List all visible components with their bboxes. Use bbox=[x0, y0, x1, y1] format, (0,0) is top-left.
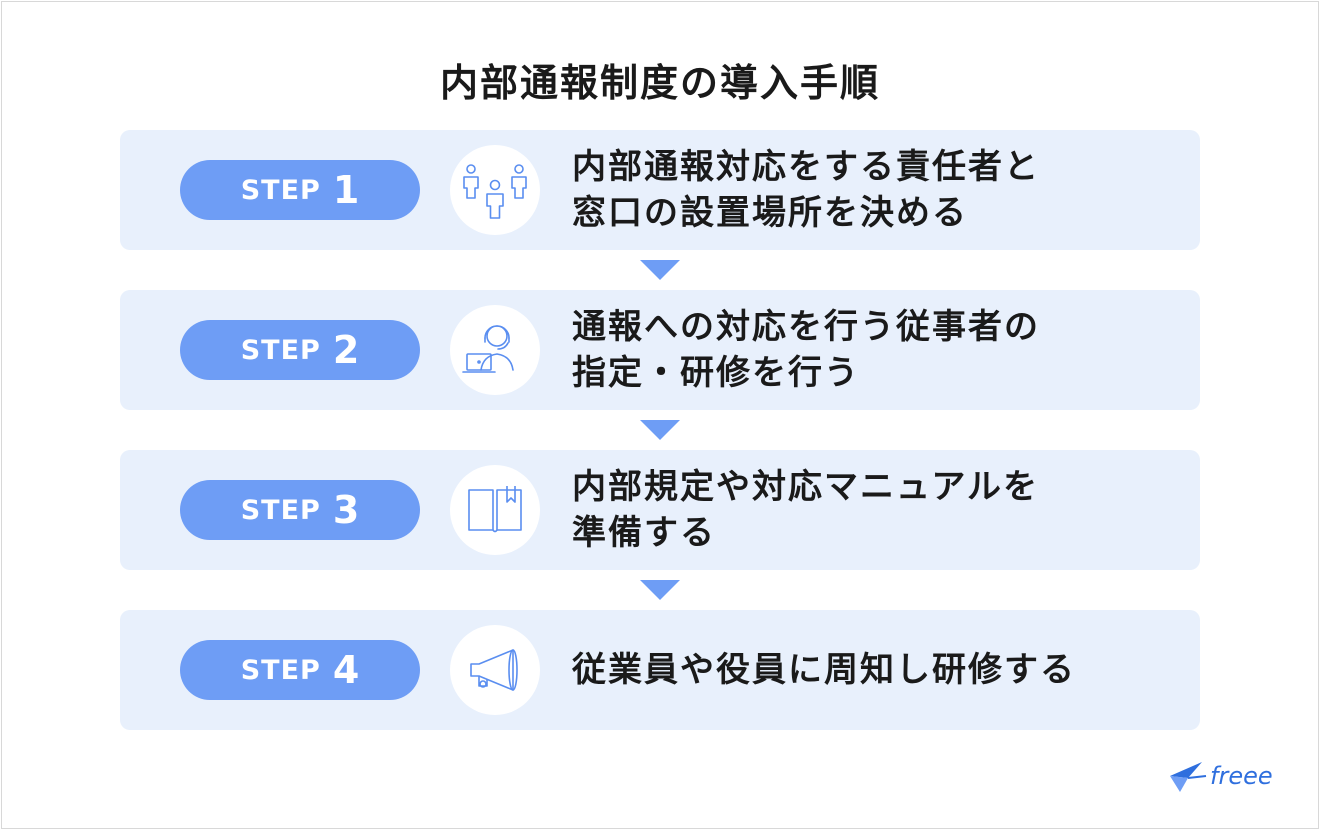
people-icon bbox=[463, 164, 527, 219]
step-description-4: 従業員や役員に周知し研修する bbox=[572, 624, 1172, 716]
step-card-1: STEP 1 内部通報対応をする責任者と 窓口の設置場所を決める bbox=[120, 130, 1200, 250]
step-card-3: STEP 3 内部規定や対応マニュアルを 準備する bbox=[120, 450, 1200, 570]
step-word: STEP bbox=[240, 334, 321, 366]
step-text-line: 通報への対応を行う従事者の bbox=[572, 307, 1040, 347]
bird-icon bbox=[1170, 762, 1207, 792]
step-badge-4: STEP 4 bbox=[180, 640, 420, 700]
down-arrow-icon bbox=[640, 420, 680, 440]
step-icon-circle bbox=[450, 465, 540, 555]
step-description-1: 内部通報対応をする責任者と 窓口の設置場所を決める bbox=[572, 144, 1172, 236]
step-description-2: 通報への対応を行う従事者の 指定・研修を行う bbox=[572, 304, 1172, 396]
freee-logo: freee bbox=[1168, 754, 1290, 798]
step-badge-2: STEP 2 bbox=[180, 320, 420, 380]
step-card-4: STEP 4 従業員や役員に周知し研修する bbox=[120, 610, 1200, 730]
megaphone-icon bbox=[470, 649, 518, 691]
step-card-2: STEP 2 通報への対応を行う従事者の 指定・研修を行う bbox=[120, 290, 1200, 410]
step-word: STEP bbox=[240, 494, 321, 526]
step-badge-3: STEP 3 bbox=[180, 480, 420, 540]
book-icon bbox=[468, 486, 522, 533]
diagram-title: 内部通報制度の導入手順 bbox=[439, 61, 880, 105]
step-text-line: 従業員や役員に周知し研修する bbox=[572, 650, 1076, 690]
step-number: 4 bbox=[332, 648, 360, 692]
operator-laptop-icon bbox=[462, 325, 514, 373]
step-text-line: 準備する bbox=[572, 513, 716, 553]
logo-text: freee bbox=[1210, 762, 1273, 790]
step-badge-1: STEP 1 bbox=[180, 160, 420, 220]
step-icon-circle bbox=[450, 625, 540, 715]
step-icon-circle bbox=[450, 145, 540, 235]
step-description-3: 内部規定や対応マニュアルを 準備する bbox=[572, 464, 1172, 556]
step-text-line: 窓口の設置場所を決める bbox=[572, 193, 968, 233]
step-icon-circle bbox=[450, 305, 540, 395]
step-word: STEP bbox=[240, 174, 321, 206]
step-text-line: 内部規定や対応マニュアルを bbox=[572, 467, 1039, 507]
step-number: 2 bbox=[332, 328, 360, 372]
down-arrow-icon bbox=[640, 260, 680, 280]
step-text-line: 内部通報対応をする責任者と bbox=[572, 147, 1040, 187]
step-number: 1 bbox=[332, 168, 360, 212]
step-text-line: 指定・研修を行う bbox=[572, 353, 860, 393]
down-arrow-icon bbox=[640, 580, 680, 600]
step-number: 3 bbox=[332, 488, 360, 532]
step-word: STEP bbox=[240, 654, 321, 686]
